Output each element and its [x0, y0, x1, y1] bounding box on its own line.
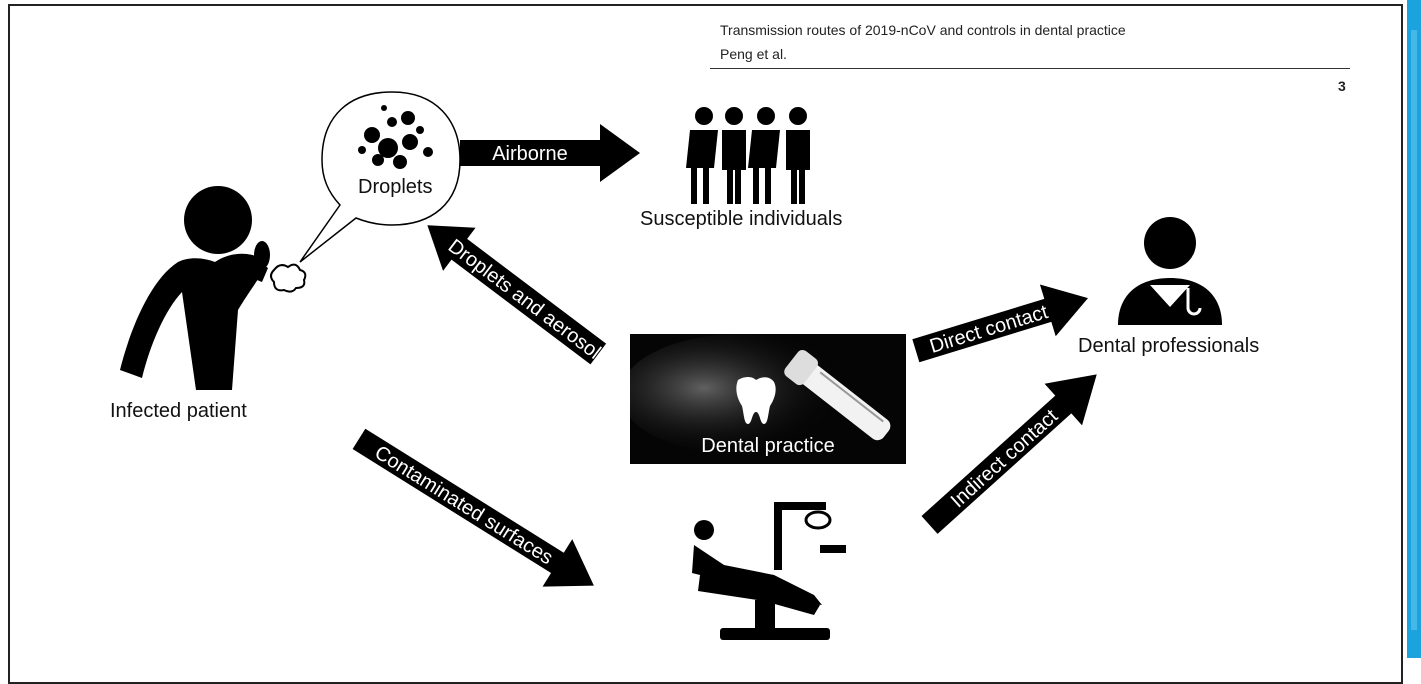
arrow-contaminated-surfaces: Contaminated surfaces [352, 428, 594, 587]
handpiece-icon [784, 349, 891, 441]
arrow-airborne: Airborne [460, 124, 640, 182]
susceptible-individuals-label: Susceptible individuals [640, 208, 843, 230]
arrow-airborne-label: Airborne [492, 143, 568, 165]
infected-patient-label: Infected patient [110, 400, 247, 422]
dental-practice-illustration [630, 334, 891, 454]
droplet-dots-icon [358, 105, 433, 169]
running-title: Transmission routes of 2019-nCoV and con… [720, 22, 1126, 38]
arrow-indirect-contact: Indirect contact [921, 374, 1097, 534]
dental-practice-photo: Dental practice [630, 334, 906, 464]
cough-puff-icon [270, 263, 307, 293]
header-rule [710, 68, 1350, 69]
dental-professional-icon [1118, 217, 1222, 325]
susceptible-individuals-icon [686, 107, 810, 204]
dental-professionals-label: Dental professionals [1078, 335, 1260, 357]
droplets-bubble [299, 91, 461, 263]
arrow-indirect-contact-label: Indirect contact [947, 405, 1063, 512]
tooth-icon [736, 377, 776, 424]
arrow-droplets-aerosols: Droplets and aerosols [427, 225, 613, 370]
dental-chair-icon [692, 502, 846, 640]
diagram-canvas: Airborne Droplets and aerosols Direct co… [120, 91, 1222, 640]
page-number: 3 [1338, 78, 1346, 94]
dental-practice-label: Dental practice [701, 435, 835, 457]
running-authors: Peng et al. [720, 46, 787, 62]
droplets-label: Droplets [358, 176, 433, 198]
arrow-droplets-aerosols-label: Droplets and aerosols [444, 235, 613, 370]
arrow-direct-contact: Direct contact [912, 284, 1088, 363]
arrow-contaminated-surfaces-label: Contaminated surfaces [371, 442, 557, 570]
journal-sidebar-strip [1407, 0, 1421, 658]
infected-patient-icon [120, 186, 270, 390]
